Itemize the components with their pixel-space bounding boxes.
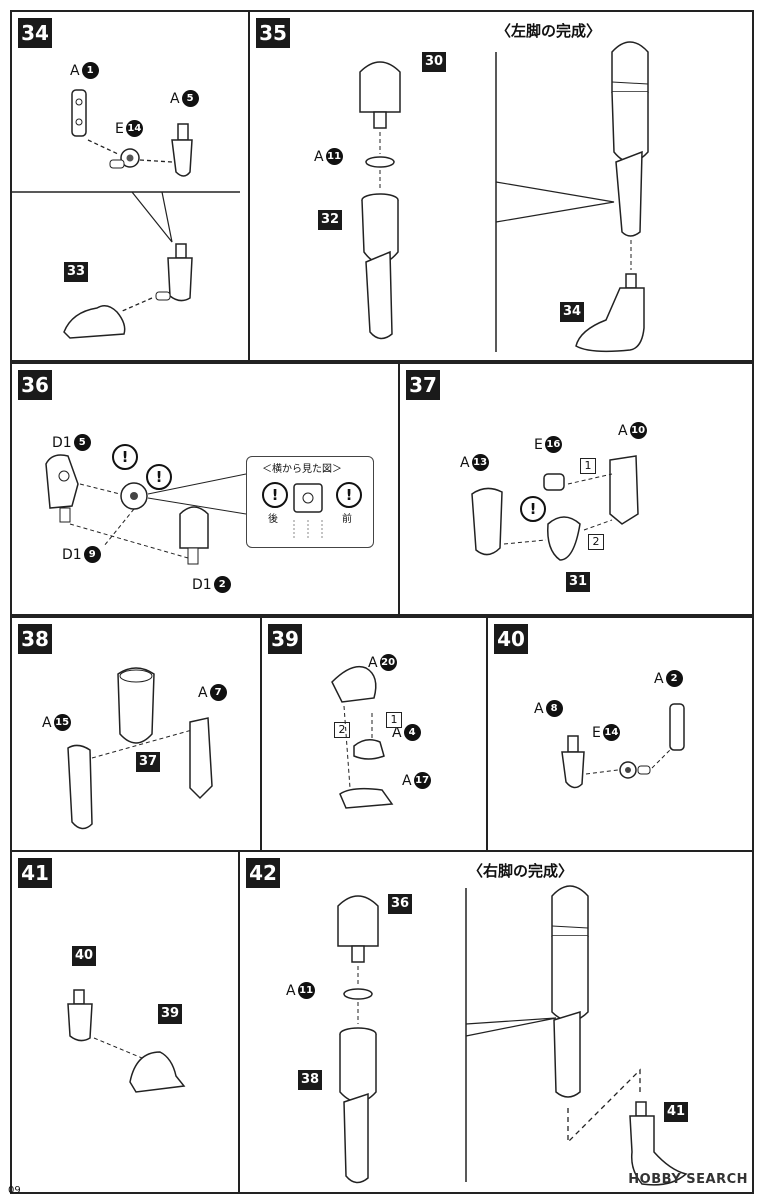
watermark-text: HOBBY SEARCH: [628, 1172, 748, 1187]
back-label: 後: [268, 514, 278, 525]
assembly-heading-left-leg: 〈左脚の完成〉: [496, 22, 602, 40]
step-number: 36: [18, 370, 52, 400]
step-41-panel: 41 40 39: [10, 850, 240, 1194]
step-number: 37: [406, 370, 440, 400]
ref-tag-36: 36: [388, 894, 413, 914]
step-38-diagram: [67, 667, 213, 830]
ref-tag-32: 32: [318, 210, 343, 230]
step-number: 41: [18, 858, 52, 888]
order-box-2: 2: [588, 534, 604, 550]
ref-tag-30: 30: [422, 52, 447, 72]
side-view-title: ＜横から見た図＞: [262, 464, 342, 475]
caution-icon: !: [146, 464, 172, 490]
step-number: 39: [268, 624, 302, 654]
ref-tag-37: 37: [136, 752, 161, 772]
page-number: 09: [8, 1185, 21, 1196]
caution-icon: !: [520, 496, 546, 522]
ref-tag-33: 33: [64, 262, 89, 282]
caution-icon: !: [112, 444, 138, 470]
step-number: 38: [18, 624, 52, 654]
assembly-heading-right-leg: 〈右脚の完成〉: [468, 862, 574, 880]
step-number: 35: [256, 18, 290, 48]
ref-tag-41: 41: [664, 1102, 689, 1122]
step-42-diagram: [337, 885, 688, 1186]
ref-tag-31: 31: [566, 572, 591, 592]
step-40-diagram: [561, 703, 685, 789]
step-number: 40: [494, 624, 528, 654]
step-35-diagram: [359, 41, 649, 353]
caution-icon: !: [262, 482, 288, 508]
step-34-diagram: [12, 89, 240, 339]
caution-icon: !: [336, 482, 362, 508]
step-36-diagram: [45, 454, 323, 565]
order-box-1: 1: [580, 458, 596, 474]
step-41-diagram: [67, 989, 186, 1093]
step-39-diagram: [331, 665, 394, 809]
ref-tag-38: 38: [298, 1070, 323, 1090]
step-number: 34: [18, 18, 52, 48]
ref-tag-39: 39: [158, 1004, 183, 1024]
step-number: 42: [246, 858, 280, 888]
front-label: 前: [342, 514, 352, 525]
ref-tag-40: 40: [72, 946, 97, 966]
ref-tag-34: 34: [560, 302, 585, 322]
step-37-diagram: [471, 455, 639, 561]
order-box-1: 1: [386, 712, 402, 728]
